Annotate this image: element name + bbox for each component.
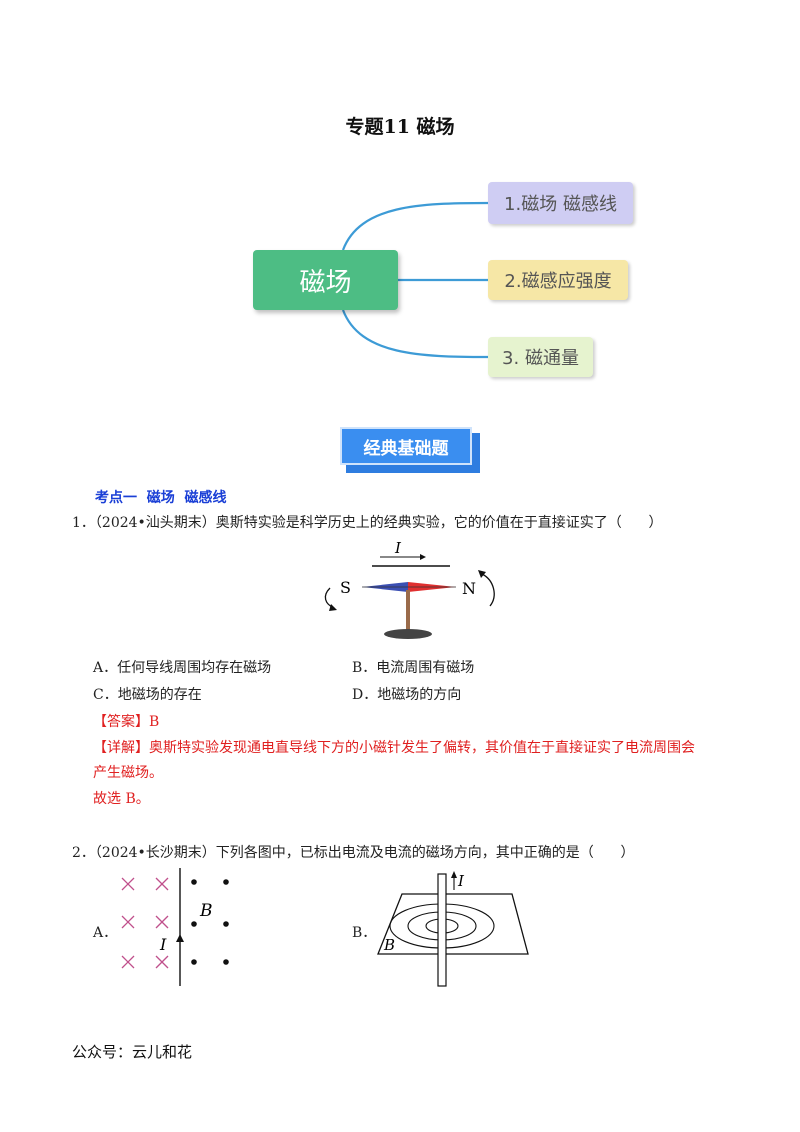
- q1-fig-south-label: S: [340, 578, 351, 597]
- q2-figure-b: I B: [377, 871, 529, 987]
- footer-note: 公众号：云儿和花: [72, 1043, 193, 1061]
- mindmap-connectors: [341, 201, 489, 359]
- q1-oersted-figure: I S N: [324, 539, 495, 639]
- q2-fig-a-field-label: B: [199, 901, 213, 921]
- q1-detail-line-1: 【详解】奥斯特实验发现通电直导线下方的小磁针发生了偏转，其价值在于直接证实了电流…: [93, 740, 695, 756]
- q1-stem: 1．（2024•汕头期末）奥斯特实验是科学历史上的经典实验，它的价值在于直接证实…: [72, 515, 663, 531]
- mindmap-branch-3: 3. 磁通量: [488, 337, 593, 377]
- section-heading: 考点一 磁场 磁感线: [95, 490, 227, 506]
- q1-conclusion: 故选 B。: [93, 791, 150, 807]
- q2-option-b-label: B．: [352, 925, 377, 941]
- mindmap-root: 磁场: [253, 250, 398, 310]
- q2-fig-b-current-label: I: [457, 872, 465, 890]
- q2-figure-a: I B: [121, 868, 229, 986]
- q1-fig-north-label: N: [462, 579, 476, 598]
- q1-detail-line-2: 产生磁场。: [93, 765, 163, 781]
- q1-answer: 【答案】B: [93, 714, 160, 730]
- q1-option-d: D．地磁场的方向: [352, 687, 462, 703]
- badge-label: 经典基础题: [340, 427, 472, 465]
- mindmap-branch-1: 1.磁场 磁感线: [488, 182, 633, 224]
- q1-option-a: A．任何导线周围均存在磁场: [93, 660, 272, 676]
- q1-option-c: C．地磁场的存在: [93, 687, 202, 703]
- q1-option-b: B．电流周围有磁场: [352, 660, 475, 676]
- q2-option-a-label: A．: [93, 925, 118, 941]
- q2-fig-b-field-label: B: [383, 936, 395, 954]
- q2-stem: 2．（2024•长沙期末）下列各图中，已标出电流及电流的磁场方向，其中正确的是（…: [72, 845, 635, 861]
- page-title: 专题11 磁场: [345, 116, 455, 138]
- mindmap-branch-2: 2.磁感应强度: [488, 260, 628, 300]
- q2-fig-a-current-label: I: [159, 935, 167, 954]
- q1-fig-current-label: I: [394, 539, 402, 557]
- section-badge: 经典基础题: [340, 427, 480, 473]
